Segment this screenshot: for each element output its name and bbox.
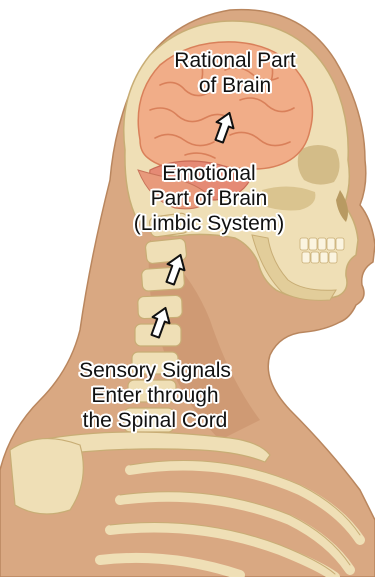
label-line: Rational Part bbox=[160, 48, 310, 73]
label-line: Sensory Signals bbox=[55, 358, 255, 383]
label-line: Emotional bbox=[113, 161, 305, 186]
sensory-signals-label: Sensory Signals Enter through the Spinal… bbox=[55, 358, 255, 433]
label-line: of Brain bbox=[160, 73, 310, 98]
emotional-brain-label: Emotional Part of Brain (Limbic System) bbox=[113, 161, 305, 236]
shoulder-blade bbox=[10, 439, 83, 514]
label-line: the Spinal Cord bbox=[55, 408, 255, 433]
label-line: (Limbic System) bbox=[113, 211, 305, 236]
rational-brain-label: Rational Part of Brain bbox=[160, 48, 310, 98]
label-line: Part of Brain bbox=[113, 186, 305, 211]
label-line: Enter through bbox=[55, 383, 255, 408]
